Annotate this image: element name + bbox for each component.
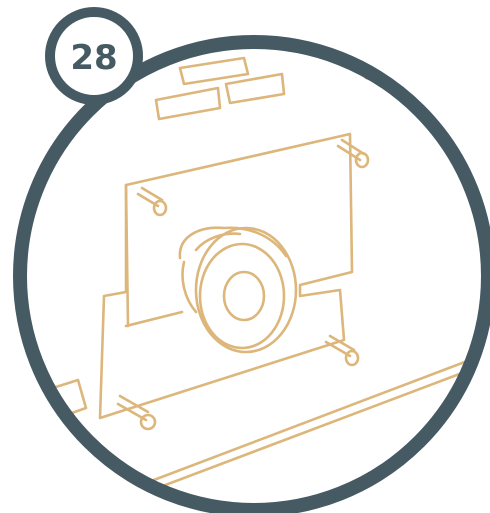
step-number: 28 (70, 38, 117, 78)
step-badge: 28 (50, 12, 138, 100)
